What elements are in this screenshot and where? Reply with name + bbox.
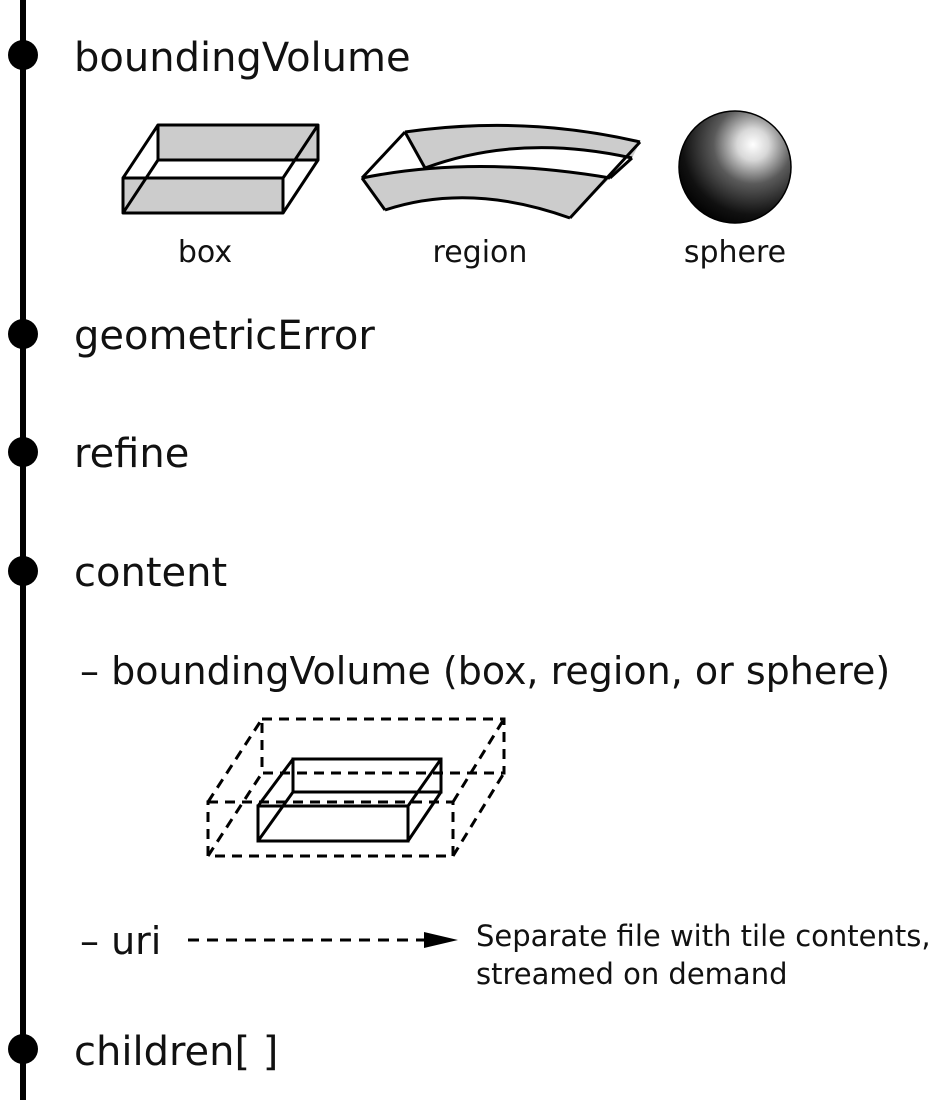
sphere-caption: sphere [683,235,787,270]
uri-note-line-1: Separate file with tile contents, [476,919,931,953]
content-uri-label: – uri [80,919,162,963]
sphere-volume-illustration [678,110,792,224]
box-volume-illustration [121,123,320,215]
heading-bounding-volume: boundingVolume [74,35,411,81]
content-bounding-volume-label: – boundingVolume (box, region, or sphere… [80,649,891,693]
heading-content: content [74,550,228,596]
timeline-spine [20,0,26,1100]
content-bounding-volume-illustration [206,717,506,858]
uri-arrow [188,932,458,948]
node-dot-children [8,1034,38,1064]
heading-children: children[ ] [74,1029,279,1075]
box-caption: box [177,235,233,270]
node-dot-content [8,556,38,586]
node-dot-bounding-volume [8,40,38,70]
heading-geometric-error: geometricError [74,313,375,359]
region-volume-illustration [360,123,642,220]
node-dot-geometric-error [8,319,38,349]
node-dot-refine [8,437,38,467]
uri-note: Separate file with tile contents, stream… [476,918,931,993]
heading-refine: refine [74,431,190,477]
uri-note-line-2: streamed on demand [476,956,788,991]
region-caption: region [432,235,528,270]
